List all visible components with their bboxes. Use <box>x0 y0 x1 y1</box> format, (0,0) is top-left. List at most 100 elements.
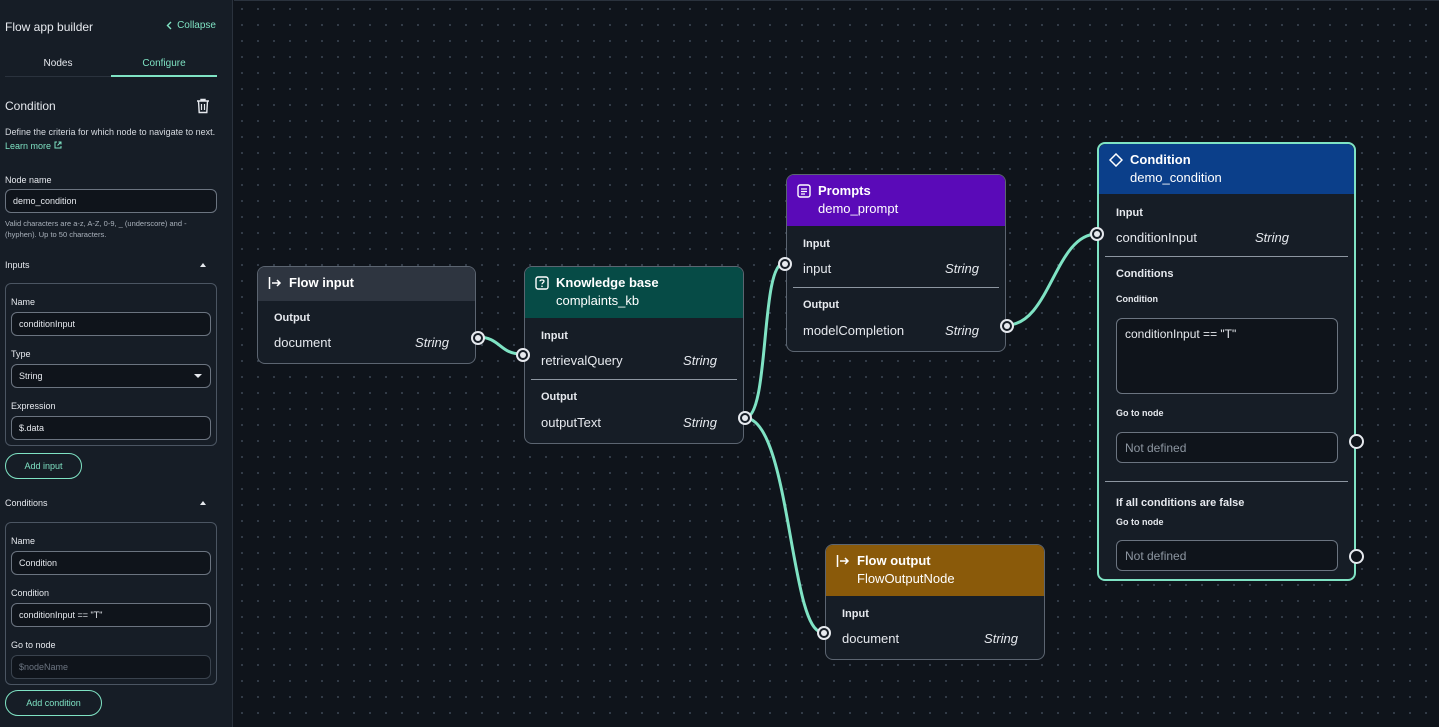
tab-configure[interactable]: Configure <box>111 52 217 77</box>
description-text: Define the criteria for which node to na… <box>5 127 216 137</box>
prompts-subtitle: demo_prompt <box>818 201 899 216</box>
condition-input-name: conditionInput <box>1116 230 1197 245</box>
inputs-collapse-caret-icon[interactable] <box>200 263 206 267</box>
sidebar-tabs: Nodes Configure <box>5 52 217 77</box>
condition-default-goto-label: Go to node <box>1116 517 1164 527</box>
prompts-input-label: Input <box>803 238 830 250</box>
condition-default-goto-field[interactable]: Not defined <box>1116 540 1338 571</box>
flow-output-subtitle: FlowOutputNode <box>857 571 955 586</box>
input-name-label: Name <box>11 297 36 307</box>
condition-node[interactable]: Condition demo_condition Input condition… <box>1090 142 1364 581</box>
collapse-button[interactable]: Collapse <box>166 20 216 31</box>
input-arrow-icon <box>268 277 282 289</box>
condition-expression-field[interactable]: conditionInput == "T" <box>11 603 211 627</box>
prompts-output-handle[interactable] <box>1000 319 1014 333</box>
knowledge-base-output-label: Output <box>541 391 578 403</box>
prompts-input-handle[interactable] <box>778 257 792 271</box>
flow-output-input-label: Input <box>842 608 869 620</box>
prompts-output-name: modelCompletion <box>803 323 905 338</box>
condition-condition-label: Condition <box>1116 294 1158 304</box>
flow-output-input-name: document <box>842 631 900 646</box>
collapse-label: Collapse <box>177 20 216 31</box>
condition-item-box: Name Condition Condition conditionInput … <box>5 522 217 685</box>
prompts-input-type: String <box>945 261 979 276</box>
knowledge-base-node[interactable]: Knowledge base complaints_kb Input retri… <box>516 266 752 444</box>
knowledge-base-divider <box>531 379 737 380</box>
condition-subtitle: demo_condition <box>1130 170 1222 185</box>
flow-input-title: Flow input <box>289 275 354 290</box>
condition-expression-label: Condition <box>11 588 50 598</box>
flow-output-node[interactable]: Flow output FlowOutputNode Input documen… <box>817 544 1045 660</box>
condition-title: Condition <box>1130 152 1191 167</box>
condition-goto-output-handle[interactable] <box>1349 434 1364 449</box>
input-expression-label: Expression <box>11 401 56 411</box>
add-input-button[interactable]: Add input <box>5 453 82 479</box>
flow-input-node[interactable]: Flow input Output document String <box>257 266 485 364</box>
caret-down-icon <box>194 374 202 378</box>
flow-input-output-label: Output <box>274 312 311 324</box>
sidebar-title: Flow app builder <box>5 20 94 34</box>
chevron-left-icon <box>166 21 172 30</box>
condition-conditions-label: Conditions <box>1116 268 1174 280</box>
conditions-section-title: Conditions <box>5 498 48 508</box>
condition-default-label: If all conditions are false <box>1116 497 1245 509</box>
condition-header: Condition demo_condition <box>1099 144 1354 194</box>
question-box-icon <box>535 276 549 290</box>
prompts-output-type: String <box>945 323 979 338</box>
condition-input-type: String <box>1255 230 1289 245</box>
knowledge-base-input-name: retrievalQuery <box>541 353 623 368</box>
inputs-section-title: Inputs <box>5 260 30 270</box>
condition-input-label: Input <box>1116 207 1143 219</box>
input-type-label: Type <box>11 349 31 359</box>
prompts-title: Prompts <box>818 183 871 198</box>
add-condition-button[interactable]: Add condition <box>5 690 102 716</box>
flow-input-param-name: document <box>274 335 332 350</box>
external-link-icon <box>54 141 62 149</box>
knowledge-base-input-label: Input <box>541 330 568 342</box>
node-name-hint: Valid characters are a-z, A-Z, 0-9, _ (u… <box>5 219 187 239</box>
flow-output-title: Flow output <box>857 553 931 568</box>
node-name-label: Node name <box>5 175 52 185</box>
diamond-icon <box>1109 153 1123 167</box>
knowledge-base-input-type: String <box>683 353 717 368</box>
knowledge-base-output-handle[interactable] <box>738 411 752 425</box>
condition-name-label: Name <box>11 536 36 546</box>
condition-default-output-handle[interactable] <box>1349 549 1364 564</box>
flow-input-output-handle[interactable] <box>471 331 485 345</box>
knowledge-base-output-type: String <box>683 415 717 430</box>
flow-input-param-type: String <box>415 335 449 350</box>
input-type-value: String <box>19 371 43 381</box>
tab-nodes[interactable]: Nodes <box>5 52 111 77</box>
condition-goto-label: Go to node <box>1116 408 1164 418</box>
panel-heading: Condition <box>5 99 56 113</box>
knowledge-base-subtitle: complaints_kb <box>556 293 640 308</box>
trash-icon[interactable] <box>196 98 210 114</box>
document-lines-icon <box>797 184 811 198</box>
input-name-field[interactable]: conditionInput <box>11 312 211 336</box>
flow-input-header: Flow input <box>258 267 475 301</box>
node-name-input[interactable]: demo_condition <box>5 189 217 213</box>
input-expression-field[interactable]: $.data <box>11 416 211 440</box>
condition-input-handle[interactable] <box>1090 227 1104 241</box>
input-item-box: Name conditionInput Type String Expressi… <box>5 283 217 446</box>
flow-builder-sidebar: Flow app builder Collapse Nodes Configur… <box>0 0 233 727</box>
condition-divider-2 <box>1105 481 1348 482</box>
knowledge-base-input-handle[interactable] <box>516 348 530 362</box>
flow-output-header: Flow output FlowOutputNode <box>826 545 1044 596</box>
prompts-header: Prompts demo_prompt <box>787 175 1005 226</box>
conditions-collapse-caret-icon[interactable] <box>200 501 206 505</box>
flow-output-input-handle[interactable] <box>817 626 831 640</box>
condition-expression-box[interactable]: conditionInput == "T" <box>1116 318 1338 394</box>
prompts-output-label: Output <box>803 299 840 311</box>
condition-goto-field[interactable]: Not defined <box>1116 432 1338 463</box>
prompts-input-name: input <box>803 261 832 276</box>
condition-goto-field[interactable]: $nodeName <box>11 655 211 679</box>
learn-more-link[interactable]: Learn more <box>5 141 62 151</box>
input-type-select[interactable]: String <box>11 364 211 388</box>
knowledge-base-output-name: outputText <box>541 415 601 430</box>
output-arrow-icon <box>836 555 850 567</box>
condition-name-field[interactable]: Condition <box>11 551 211 575</box>
condition-goto-label: Go to node <box>11 640 56 650</box>
prompts-node[interactable]: Prompts demo_prompt Input input String O… <box>778 174 1014 352</box>
condition-divider-1 <box>1105 256 1348 257</box>
